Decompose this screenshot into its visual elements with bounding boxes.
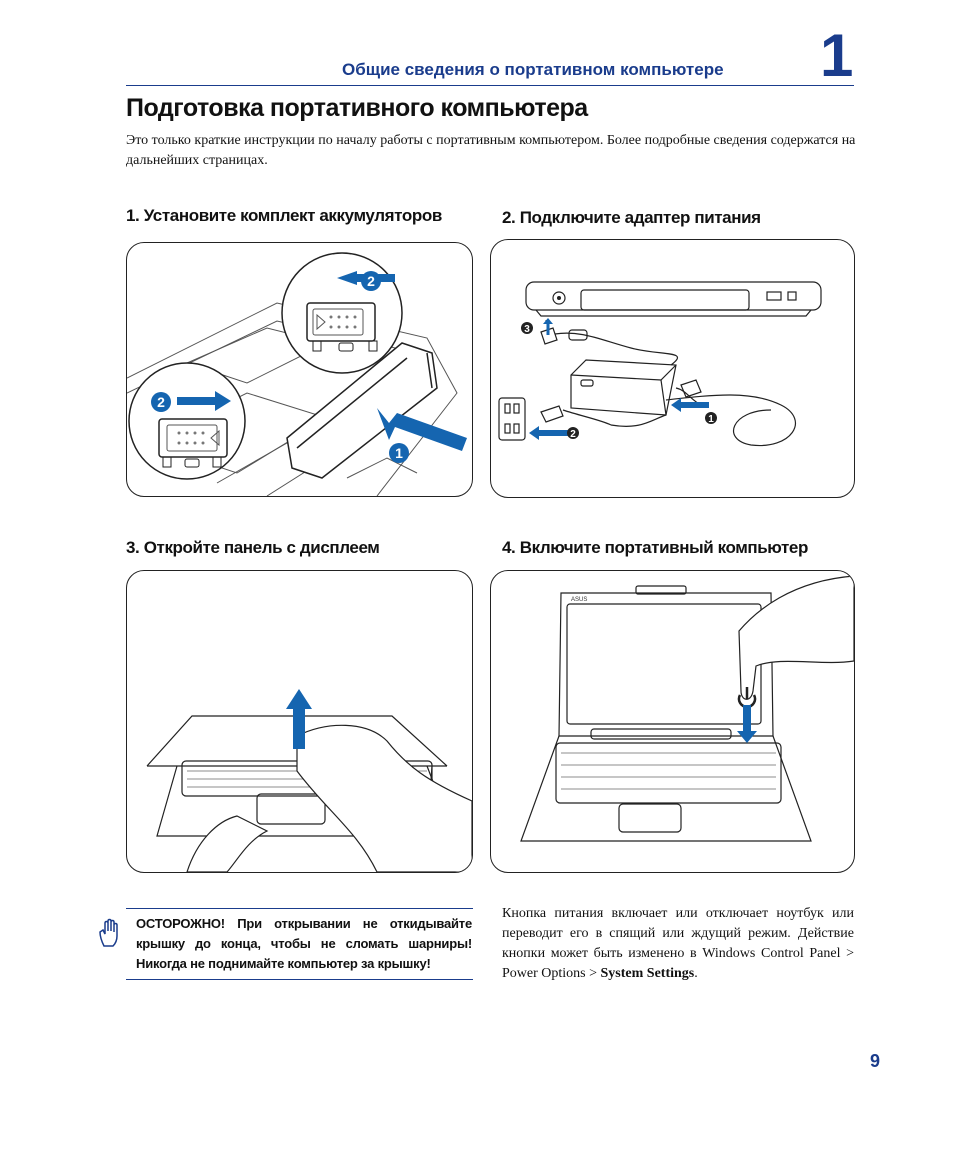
caution-label: ОСТОРОЖНО!	[136, 916, 225, 931]
adapter-illustration: 3 1 2	[490, 239, 855, 498]
battery-illustration: 2 2 1	[126, 242, 473, 497]
header-rule	[126, 85, 854, 86]
caution-rule-bottom	[126, 979, 473, 980]
step-1-title: 1. Установите комплект аккумуляторов	[126, 206, 442, 225]
callout-2-left: 2	[157, 394, 165, 410]
callout-1-adapter: 1	[708, 414, 714, 425]
callout-3: 3	[524, 324, 530, 335]
caution-body: При открывании не откидывайте крышку до …	[136, 916, 472, 971]
page-number: 9	[870, 1051, 881, 1071]
power-note-end: .	[694, 966, 698, 981]
step-3-title: 3. Откройте панель с дисплеем	[126, 538, 380, 557]
power-on-illustration: ASUS	[490, 570, 855, 873]
power-note-bold: System Settings	[600, 966, 695, 981]
power-button-note: Кнопка питания включает или отключает но…	[502, 904, 854, 984]
chapter-title: Общие сведения о портативном компьютере	[342, 60, 724, 79]
callout-2-adapter: 2	[570, 429, 576, 440]
callout-2-top: 2	[367, 273, 375, 289]
callout-1: 1	[395, 445, 403, 461]
chapter-number: 1	[820, 22, 854, 89]
asus-logo: ASUS	[571, 597, 587, 603]
step-4-title: 4. Включите портативный компьютер	[502, 538, 808, 557]
caution-text: ОСТОРОЖНО! При открывании не откидывайте…	[136, 914, 472, 974]
caution-rule-top	[126, 908, 473, 909]
step-2-title: 2. Подключите адаптер питания	[502, 208, 761, 227]
caution-hand-icon	[98, 918, 124, 953]
open-display-illustration	[126, 570, 473, 873]
page-title: Подготовка портативного компьютера	[126, 94, 588, 122]
power-note-text: Кнопка питания включает или отключает но…	[502, 906, 854, 981]
intro-paragraph: Это только краткие инструкции по началу …	[126, 133, 856, 168]
